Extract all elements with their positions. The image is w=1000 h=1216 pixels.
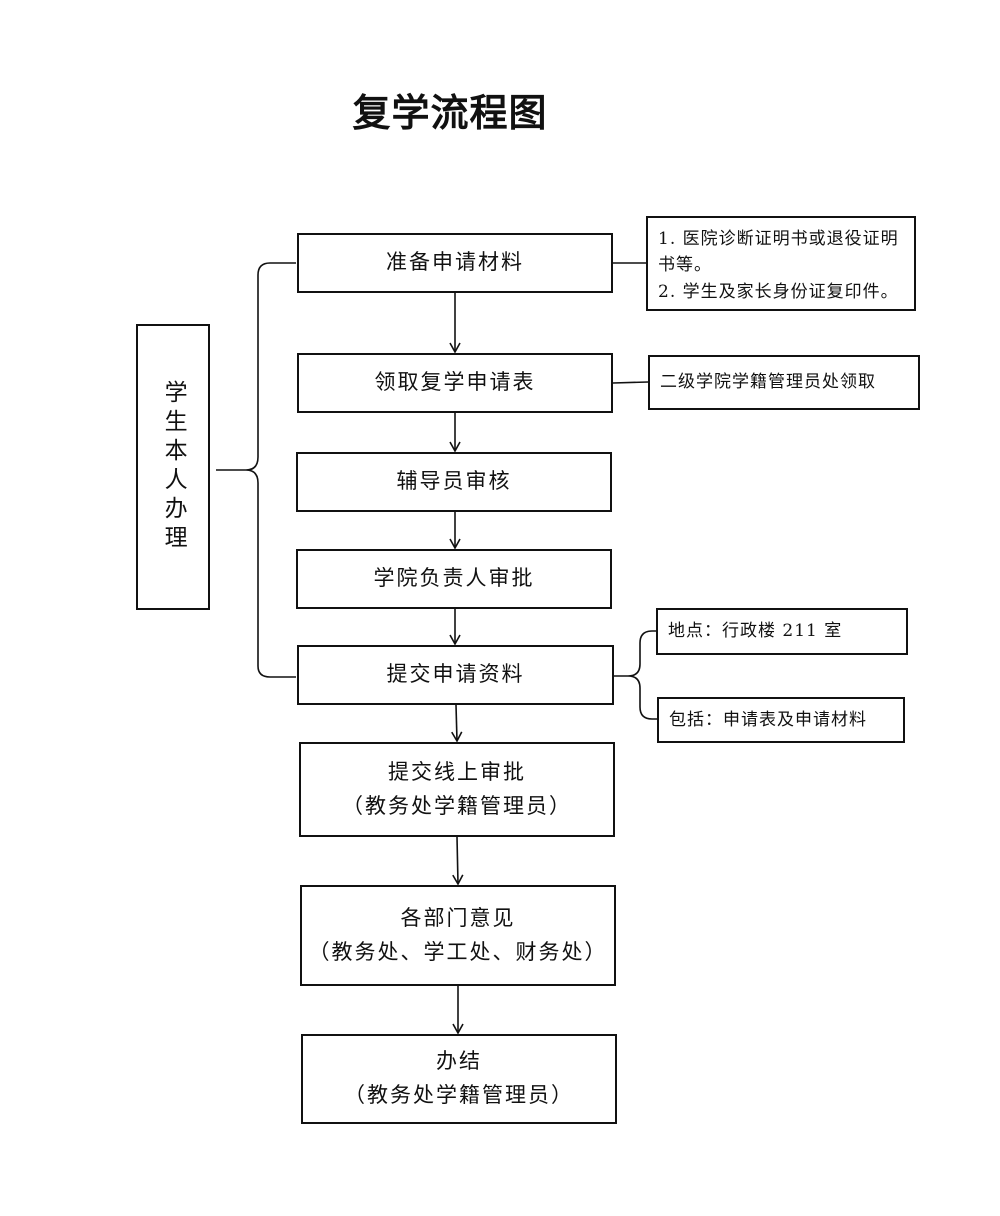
step-get-form: 领取复学申请表 (297, 353, 613, 413)
connector-form-note (612, 381, 649, 384)
right-brace (614, 630, 657, 720)
note-line: 二级学院学籍管理员处领取 (660, 372, 876, 393)
step-sublabel: （教务处学籍管理员） (344, 1083, 574, 1107)
note-location: 地点：行政楼 211 室 (656, 608, 908, 655)
left-brace (216, 262, 296, 678)
step-department-opinions: 各部门意见 （教务处、学工处、财务处） (300, 885, 616, 986)
note-required-materials: 1. 医院诊断证明书或退役证明书等。 2. 学生及家长身份证复印件。 (646, 216, 916, 311)
step-prepare-materials: 准备申请材料 (297, 233, 613, 293)
note-includes: 包括：申请表及申请材料 (657, 697, 905, 743)
step-completion: 办结 （教务处学籍管理员） (301, 1034, 617, 1124)
step-label: 各部门意见 (400, 905, 516, 930)
step-submit-documents: 提交申请资料 (297, 645, 614, 705)
side-label-text: 学生本人办理 (160, 380, 187, 554)
step-label: 学院负责人审批 (373, 566, 535, 591)
step-label: 提交线上审批 (388, 759, 526, 784)
step-sublabel: （教务处学籍管理员） (342, 793, 572, 818)
note-form-pickup: 二级学院学籍管理员处领取 (648, 355, 920, 410)
step-label: 办结 (436, 1049, 482, 1074)
note-line: 地点：行政楼 211 室 (668, 621, 843, 642)
step-label: 辅导员审核 (396, 469, 512, 494)
diagram-title: 复学流程图 (352, 90, 548, 135)
arrow-step5-step6 (451, 704, 463, 743)
note-line: 包括：申请表及申请材料 (669, 709, 867, 730)
step-label: 领取复学申请表 (374, 370, 536, 395)
step-label: 提交申请资料 (386, 662, 525, 687)
step-sublabel: （教务处、学工处、财务处） (308, 939, 608, 964)
arrow-step6-step7 (452, 836, 464, 886)
step-online-approval: 提交线上审批 （教务处学籍管理员） (299, 742, 615, 837)
step-label: 准备申请材料 (386, 250, 524, 275)
step-college-approval: 学院负责人审批 (296, 549, 612, 609)
side-label-box: 学生本人办理 (136, 324, 210, 610)
note-line: 2. 学生及家长身份证复印件。 (658, 281, 899, 302)
step-counselor-review: 辅导员审核 (296, 452, 612, 512)
note-line: 1. 医院诊断证明书或退役证明书等。 (658, 229, 899, 276)
